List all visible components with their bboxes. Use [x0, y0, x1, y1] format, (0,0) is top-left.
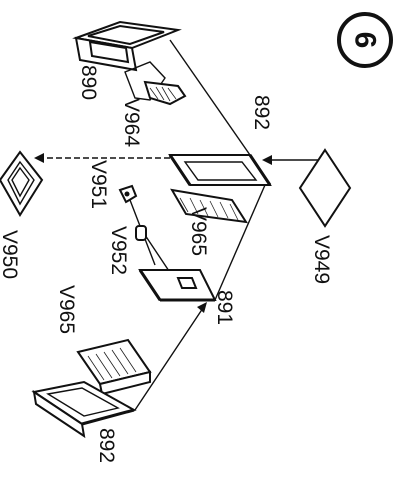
label-V964: V964	[120, 98, 143, 147]
label-V950: V950	[0, 230, 21, 279]
step-badge: 6	[337, 12, 393, 68]
label-V952: V952	[107, 226, 130, 275]
label-892-bottom: 892	[95, 428, 118, 463]
part-V949	[298, 148, 352, 228]
label-V949: V949	[310, 235, 333, 284]
part-V965-bottom	[76, 338, 152, 396]
part-892-center	[168, 154, 272, 186]
part-V951	[118, 184, 138, 204]
part-labels: 892 890 V964 V951 V965 V952 V949 V950 89…	[0, 65, 333, 463]
part-V964	[124, 61, 187, 106]
part-V965-center	[170, 188, 248, 224]
label-V965-bottom: V965	[55, 285, 78, 334]
part-V950	[0, 150, 44, 217]
label-890: 890	[77, 65, 100, 100]
label-891: 891	[213, 290, 236, 325]
label-V965-center: V965	[187, 207, 210, 256]
step-number: 6	[349, 32, 382, 49]
part-891	[138, 269, 217, 302]
part-V952	[135, 225, 147, 241]
part-892-bottom	[31, 380, 137, 439]
label-892-top: 892	[250, 95, 273, 130]
part-892-top	[72, 20, 182, 72]
label-V951: V951	[87, 160, 110, 209]
